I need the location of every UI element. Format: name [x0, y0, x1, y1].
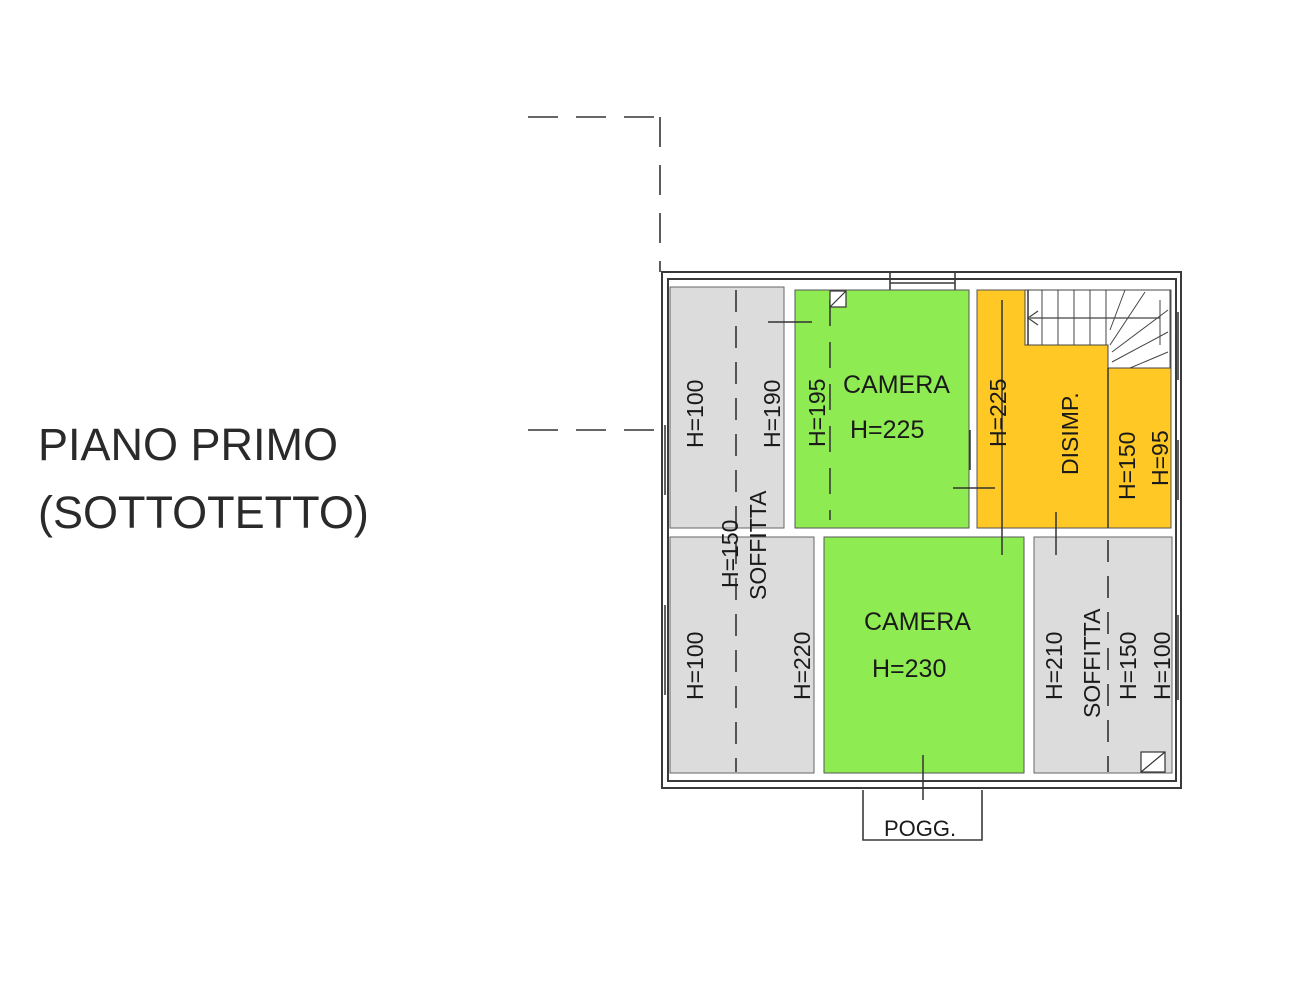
- attic-zones: [669, 286, 1173, 774]
- height-left-top-outer: H=100: [682, 380, 708, 448]
- height-right-bottom-a: H=210: [1041, 632, 1067, 700]
- camera-top-name: CAMERA: [843, 371, 950, 399]
- outer-walls: [661, 271, 1182, 789]
- height-left-top-inner: H=190: [759, 380, 785, 448]
- camera-bottom-height: H=230: [872, 655, 946, 683]
- section-guide-lines: [528, 116, 661, 431]
- camera-bottom-name: CAMERA: [864, 608, 971, 636]
- room-camera-top: [794, 289, 970, 529]
- camera-top-height: H=225: [850, 416, 924, 444]
- attic-right-label: SOFFITTA: [1079, 608, 1105, 718]
- disimpegno-name: DISIMP.: [1057, 392, 1083, 475]
- height-left-bottom-outer: H=100: [682, 632, 708, 700]
- room-camera-bottom: [823, 536, 1025, 774]
- attic-right-bottom: [1033, 536, 1173, 774]
- balcony: [862, 790, 983, 841]
- height-right-bottom-c: H=100: [1149, 632, 1175, 700]
- height-disimp-right-a: H=150: [1114, 432, 1140, 500]
- attic-left-label: SOFFITTA: [745, 490, 771, 600]
- height-marks: [768, 290, 1109, 800]
- height-right-bottom-b: H=150: [1115, 632, 1141, 700]
- height-left-bottom-inner: H=220: [789, 632, 815, 700]
- balcony-label: POGG.: [884, 816, 956, 841]
- height-disimp-right-b: H=95: [1147, 430, 1173, 486]
- height-disimp-side: H=225: [985, 379, 1011, 447]
- window-marks: [664, 272, 1179, 700]
- attic-left-bottom: [669, 536, 815, 774]
- height-camera-top-side: H=195: [804, 379, 830, 447]
- plan-title-line1: PIANO PRIMO: [38, 419, 338, 470]
- height-left-mid: H=150: [717, 520, 743, 588]
- attic-left-top: [669, 286, 785, 529]
- chimney-marks: [829, 290, 1166, 773]
- plan-title-line2: (SOTTOTETTO): [38, 487, 369, 538]
- attic-dashed-lines: [735, 290, 1109, 772]
